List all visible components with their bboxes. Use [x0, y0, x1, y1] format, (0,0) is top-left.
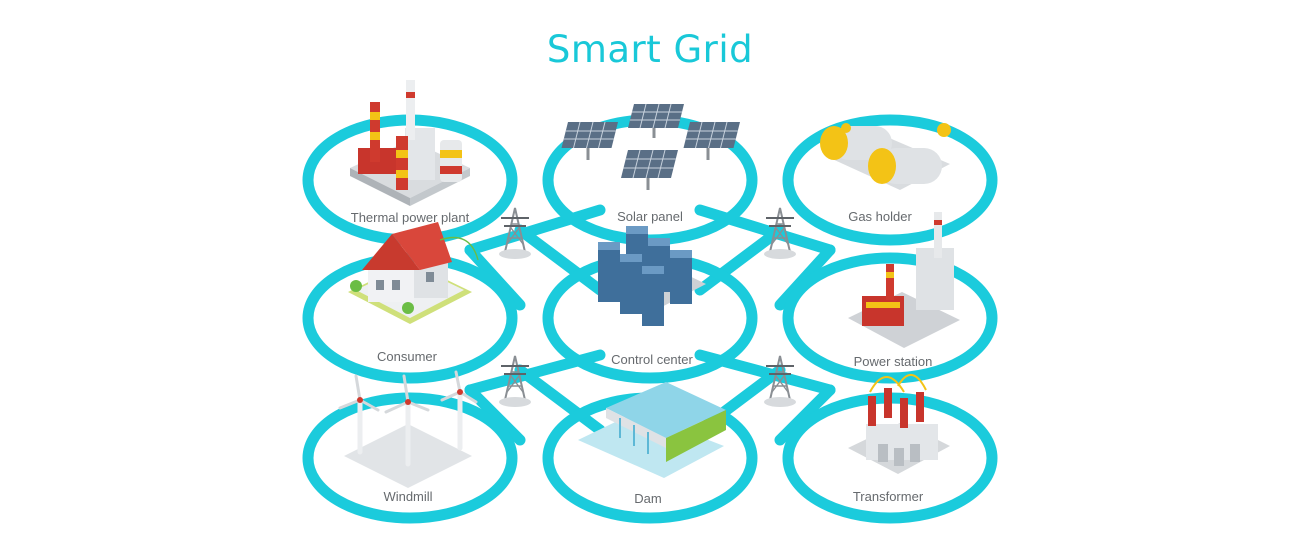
power-station-icon [848, 212, 960, 348]
label-consumer: Consumer [377, 349, 438, 364]
label-control-center: Control center [611, 352, 693, 367]
label-thermal-power-plant: Thermal power plant [351, 210, 470, 225]
thermal-power-plant-icon [350, 80, 470, 206]
solar-panel-icon [561, 104, 740, 190]
server-rack-icon [598, 226, 706, 326]
transformer-icon [848, 374, 950, 474]
label-transformer: Transformer [853, 489, 924, 504]
label-gas-holder: Gas holder [848, 209, 912, 224]
ring-gas [782, 114, 998, 246]
label-dam: Dam [634, 491, 661, 506]
gas-holder-icon [820, 123, 951, 190]
dam-icon [578, 382, 726, 478]
house-icon [348, 222, 479, 324]
diagram-title: Smart Grid [546, 28, 754, 71]
label-windmill: Windmill [383, 489, 432, 504]
ring-wind [302, 392, 518, 524]
label-solar-panel: Solar panel [617, 209, 683, 224]
wind-turbine-icon [338, 370, 478, 488]
label-power-station: Power station [854, 354, 933, 369]
